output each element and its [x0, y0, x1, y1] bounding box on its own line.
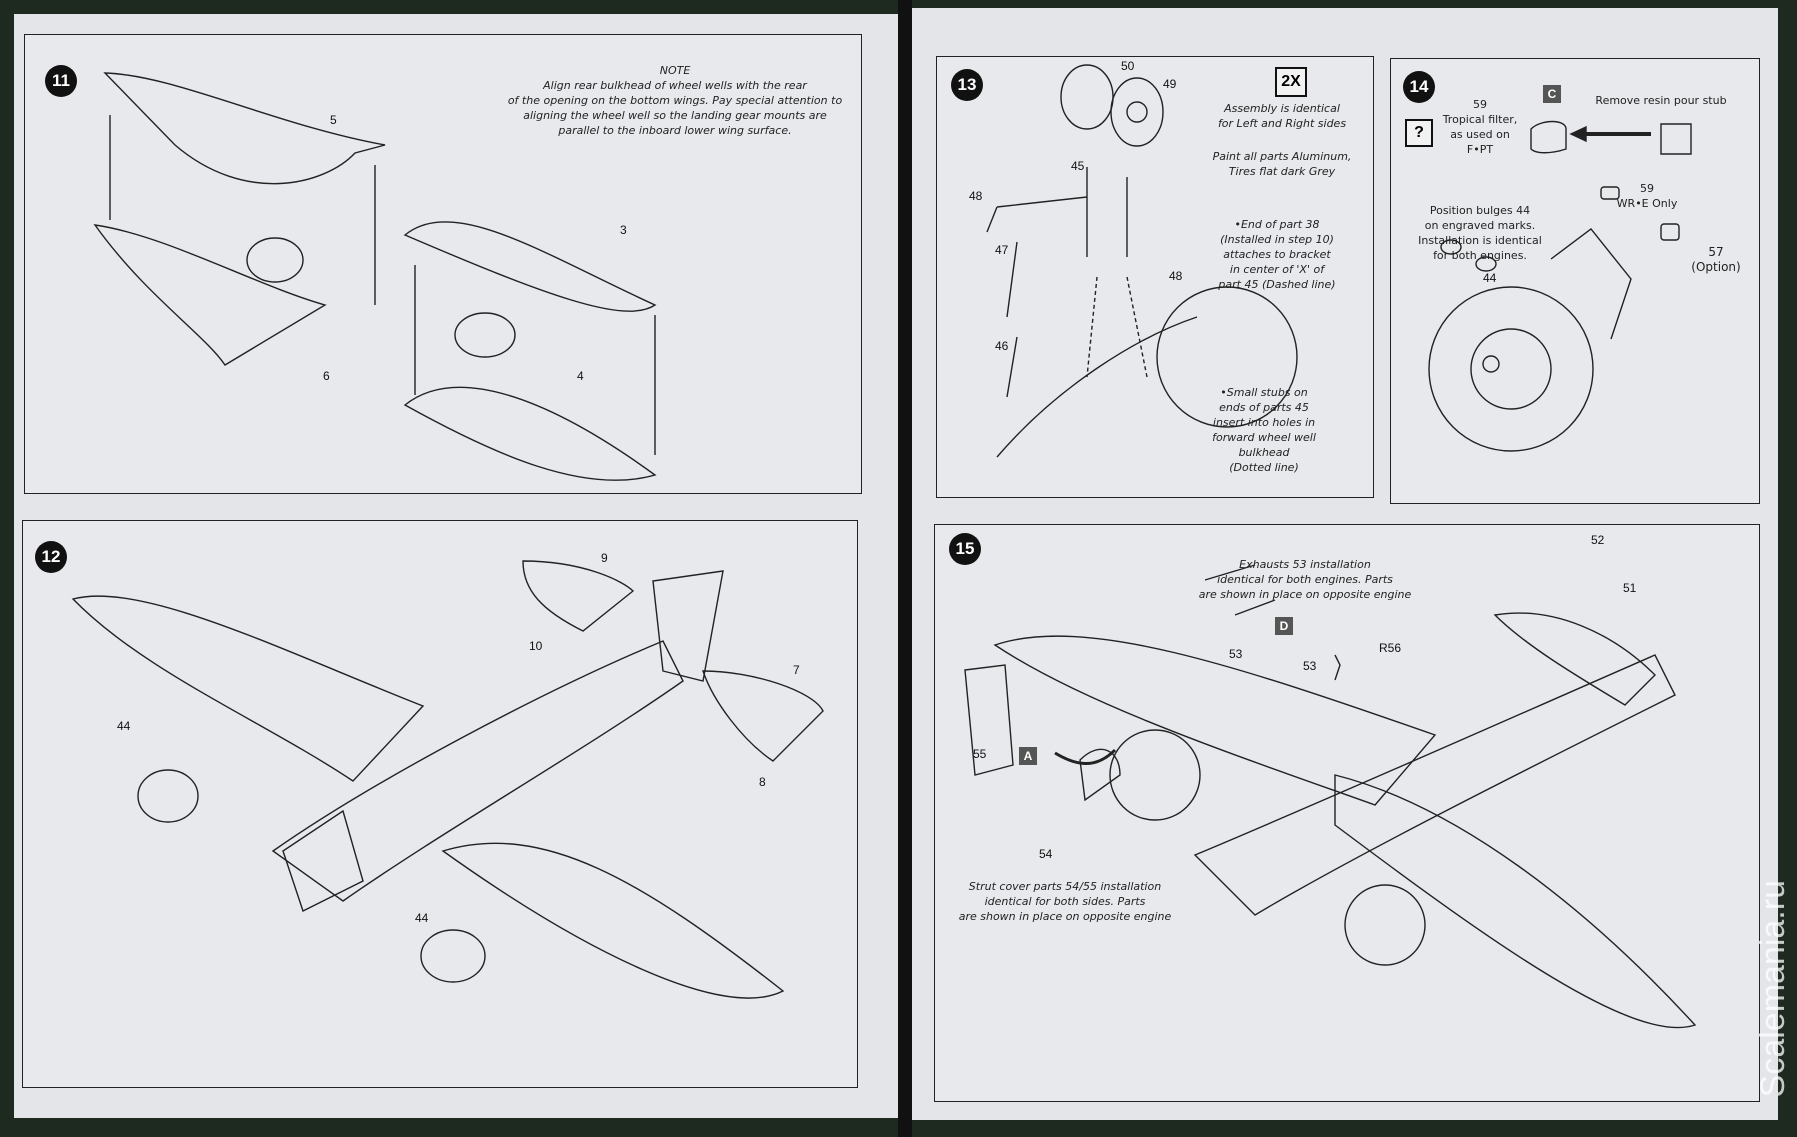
- step-13-number: 13: [951, 69, 983, 101]
- step-12-part-9: 9: [601, 551, 608, 565]
- step-15-part-54: 54: [1039, 847, 1053, 861]
- step-13-part38-text: •End of part 38(Installed in step 10)att…: [1218, 218, 1336, 291]
- step-11-part-6: 6: [323, 369, 330, 383]
- step-14-option-text: 57(Option): [1691, 245, 1741, 274]
- step-12-panel: 12 9 10 7 8 44 44: [22, 520, 858, 1088]
- step-13-part-48-right: 48: [1169, 269, 1183, 283]
- step-12-number: 12: [35, 541, 67, 573]
- step-13-part-47: 47: [995, 243, 1009, 257]
- step-13-part-49: 49: [1163, 77, 1177, 91]
- step-14-engine-diagram: [1428, 120, 1692, 452]
- step-11-part-3: 3: [620, 223, 627, 237]
- step-13-paint-text: Paint all parts Aluminum,Tires flat dark…: [1212, 150, 1352, 178]
- step-13-panel: 13 2X 50 49 45 48 47 48 46 Assembly is i…: [936, 56, 1374, 498]
- step-14-remove-text: Remove resin pour stub: [1595, 94, 1727, 107]
- step-14-question-badge: ?: [1405, 119, 1433, 147]
- step-13-2x-badge: 2X: [1275, 67, 1307, 97]
- step-15-part-53-left: 53: [1229, 647, 1243, 661]
- step-15-part-53-right: 53: [1303, 659, 1317, 673]
- step-14-number: 14: [1403, 71, 1435, 103]
- step-12-part-10: 10: [529, 639, 543, 653]
- step-11-panel: 11 NOTE Align rear bulkhead of wheel wel…: [24, 34, 862, 494]
- step-12-part-44-left: 44: [117, 719, 131, 733]
- step-15-number: 15: [949, 533, 981, 565]
- step-13-part-50: 50: [1121, 59, 1135, 73]
- step-12-part-7: 7: [793, 663, 800, 677]
- step-12-part-44-right: 44: [415, 911, 429, 925]
- step-13-part-45: 45: [1071, 159, 1085, 173]
- step-14-part-44: 44: [1483, 271, 1497, 285]
- step-11-part-5: 5: [330, 113, 337, 127]
- step-15-sprue-a: A: [1019, 747, 1037, 765]
- step-13-part-48-left: 48: [969, 189, 983, 203]
- step-11-part-4: 4: [577, 369, 584, 383]
- step-15-airframe-diagram: [964, 564, 1697, 1029]
- step-11-note: NOTE Align rear bulkhead of wheel wells …: [507, 64, 843, 137]
- step-11-wing-diagram: [93, 72, 657, 481]
- step-13-landing-gear-diagram: [986, 64, 1298, 458]
- step-15-part-r56: R56: [1379, 641, 1402, 655]
- step-15-part-52: 52: [1591, 533, 1605, 547]
- step-15-part-51: 51: [1623, 581, 1637, 595]
- step-13-part-46: 46: [995, 339, 1009, 353]
- step-12-airframe-diagram: [71, 560, 824, 999]
- watermark: Scalemania.ru: [1754, 880, 1792, 1098]
- booklet-spine: [898, 0, 912, 1137]
- step-15-sprue-d: D: [1275, 617, 1293, 635]
- step-12-part-8: 8: [759, 775, 766, 789]
- step-14-sprue-c: C: [1543, 85, 1561, 103]
- step-15-part-55: 55: [973, 747, 987, 761]
- step-11-number: 11: [45, 65, 77, 97]
